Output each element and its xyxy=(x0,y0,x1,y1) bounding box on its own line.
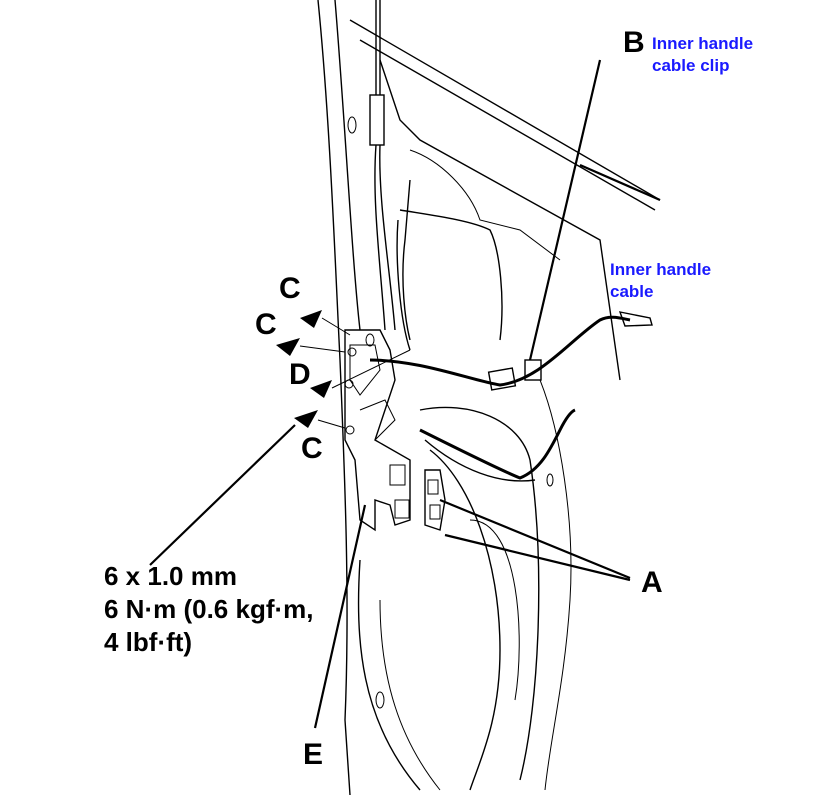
torque-spec-line1: 6 x 1.0 mm xyxy=(104,561,237,591)
bolt-arrow-c1 xyxy=(300,310,322,328)
inner-handle-cable xyxy=(369,311,653,482)
inner-handle-cable-label-line1: Inner handle xyxy=(610,260,711,279)
torque-spec-line2: 6 N·m (0.6 kgf·m, xyxy=(104,594,314,624)
callout-a: A xyxy=(641,566,663,599)
callout-b: B xyxy=(623,26,645,59)
lock-rod xyxy=(369,0,411,341)
inner-handle-cable-clip-label-line2: cable clip xyxy=(652,56,729,75)
callout-d: D xyxy=(289,358,311,391)
callout-c-top: C xyxy=(279,272,301,305)
leader-lines xyxy=(149,59,661,729)
bolt-arrow-c2 xyxy=(276,338,300,356)
inner-handle-cable-label-line2: cable xyxy=(610,282,653,301)
door-panel xyxy=(317,0,661,796)
door-lock-actuator xyxy=(344,329,446,532)
bolt-arrows xyxy=(276,310,411,429)
callout-e: E xyxy=(303,738,323,771)
bolt-arrow-d xyxy=(310,380,332,398)
torque-spec-line3: 4 lbf·ft) xyxy=(104,627,192,657)
callout-c-bottom: C xyxy=(301,432,323,465)
inner-handle-cable-clip-label-line1: Inner handle xyxy=(652,34,753,53)
bolt-arrow-c3 xyxy=(294,410,318,428)
callout-c-middle: C xyxy=(255,308,277,341)
